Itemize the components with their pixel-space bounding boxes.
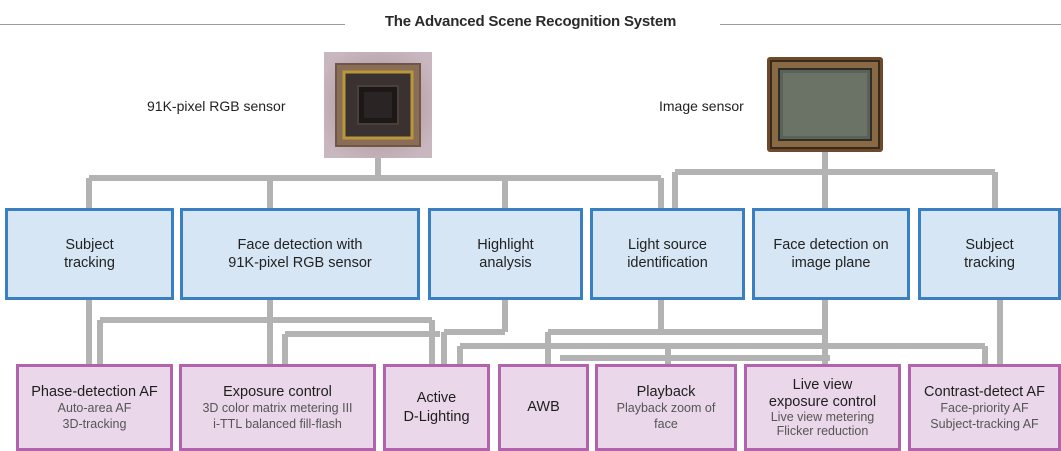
image-sensor-chip-image	[767, 57, 883, 152]
function-box-face-detection-rgb: Face detection with 91K-pixel RGB sensor	[180, 208, 420, 300]
output-heading: Exposure control	[223, 383, 332, 400]
rgb-sensor-label: 91K-pixel RGB sensor	[147, 98, 286, 114]
function-box-subject-tracking-left: Subject tracking	[5, 208, 174, 300]
output-box-awb: AWB	[498, 364, 589, 451]
output-heading: Phase-detection AF	[31, 383, 158, 400]
output-heading: AWB	[527, 399, 560, 416]
output-box-exposure-control: Exposure control 3D color matrix meterin…	[179, 364, 376, 451]
output-box-live-view-exposure-control: Live view exposure control Live view met…	[744, 364, 901, 451]
image-sensor-label: Image sensor	[659, 98, 744, 114]
output-heading: Playback	[636, 383, 696, 400]
output-box-phase-detection-af: Phase-detection AF Auto-area AF 3D-track…	[16, 364, 173, 451]
output-detail: face	[654, 416, 678, 431]
rgb-sensor-chip-image	[324, 52, 432, 158]
function-box-light-source-identification: Light source identification	[590, 208, 745, 300]
function-label: Subject	[965, 236, 1014, 253]
function-label: Face detection with	[237, 236, 363, 253]
function-label: 91K-pixel RGB sensor	[228, 255, 372, 271]
function-label: Face detection on	[773, 236, 889, 253]
function-label: Subject	[65, 236, 114, 253]
output-heading-line2: exposure control	[768, 393, 877, 410]
output-box-playback: Playback Playback zoom of face	[595, 364, 737, 451]
output-heading: Contrast-detect AF	[924, 383, 1045, 400]
output-detail: Auto-area AF	[57, 400, 132, 415]
function-box-face-detection-image-plane: Face detection on image plane	[752, 208, 910, 300]
output-detail: Subject-tracking AF	[930, 416, 1039, 431]
title-rule-right	[720, 24, 1061, 25]
function-label: analysis	[479, 255, 532, 271]
function-label: tracking	[964, 255, 1015, 271]
output-detail: 3D-tracking	[62, 416, 127, 431]
output-detail: Playback zoom of	[616, 400, 716, 415]
function-label: Highlight	[477, 236, 534, 253]
output-detail: Flicker reduction	[776, 423, 869, 438]
output-detail: i-TTL balanced fill-flash	[213, 416, 342, 431]
output-detail: Live view metering	[770, 409, 875, 424]
output-heading-line2: D-Lighting	[403, 408, 470, 425]
output-heading: Active	[416, 390, 457, 407]
function-box-subject-tracking-right: Subject tracking	[918, 208, 1061, 300]
output-detail: Face-priority AF	[940, 400, 1029, 415]
output-heading: Live view	[792, 377, 853, 394]
title-rule-left	[0, 24, 345, 25]
function-label: image plane	[791, 255, 871, 271]
function-label: identification	[627, 255, 708, 271]
function-label: Light source	[628, 236, 707, 253]
diagram-title: The Advanced Scene Recognition System	[384, 13, 677, 30]
output-box-active-d-lighting: Active D-Lighting	[383, 364, 490, 451]
output-detail: 3D color matrix metering III	[202, 400, 353, 415]
function-box-highlight-analysis: Highlight analysis	[428, 208, 583, 300]
output-box-contrast-detect-af: Contrast-detect AF Face-priority AF Subj…	[908, 364, 1061, 451]
function-label: tracking	[64, 255, 115, 271]
